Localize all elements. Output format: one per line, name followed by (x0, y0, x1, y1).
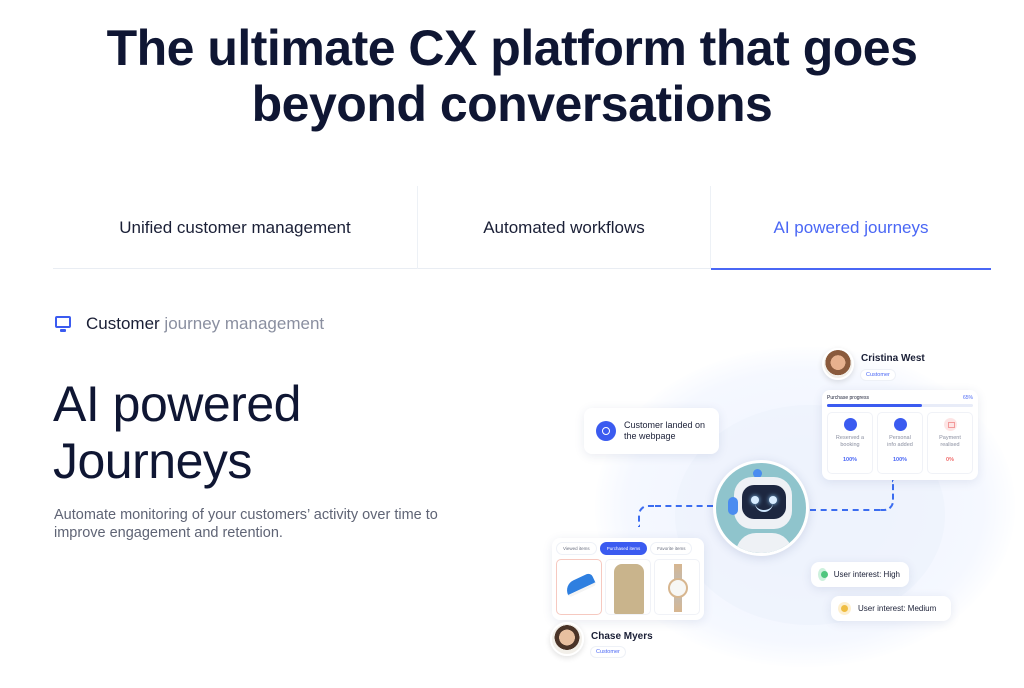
step-value: 100% (842, 457, 858, 463)
smiley-yellow-icon (838, 602, 851, 615)
avatar-chase-myers (550, 622, 584, 656)
smiley-green-icon (818, 568, 828, 581)
customer-name: Cristina West (861, 353, 925, 364)
connector-line (638, 505, 656, 527)
progress-bar (827, 404, 973, 407)
tab-ai-powered-journeys[interactable]: AI powered journeys (711, 186, 991, 270)
eyebrow-muted: journey management (159, 314, 325, 333)
interest-medium-chip: User interest: Medium (831, 596, 951, 621)
event-text-line2: the webpage (624, 431, 676, 441)
tab-unified-customer-management[interactable]: Unified customer management (53, 186, 418, 269)
interest-text: User interest: Medium (858, 604, 937, 613)
monitor-icon (54, 315, 72, 333)
tab-automated-workflows[interactable]: Automated workflows (418, 186, 711, 269)
home-icon (843, 418, 857, 431)
section-title: AI powered Journeys (53, 376, 301, 490)
customer-name: Chase Myers (591, 631, 653, 642)
section-title-line2: Journeys (53, 433, 252, 489)
step-value: 0% (946, 457, 954, 463)
user-icon (893, 418, 907, 431)
customer-badge: Customer (860, 369, 896, 381)
feature-tabs: Unified customer management Automated wo… (53, 186, 991, 270)
globe-icon (596, 421, 616, 441)
hero-title-line2: beyond conversations (251, 76, 773, 132)
product-watch (654, 559, 700, 615)
customer-badge: Customer (590, 646, 626, 658)
connector-line (810, 509, 880, 511)
items-tab-favorite[interactable]: Favorite items (650, 542, 693, 555)
items-tab-viewed[interactable]: Viewed items (556, 542, 597, 555)
step-value: 100% (892, 457, 908, 463)
connector-line (655, 505, 713, 507)
event-card-landed: Customer landed on the webpage (584, 408, 719, 454)
section-title-line1: AI powered (53, 376, 301, 432)
hero-title-line1: The ultimate CX platform that goes (106, 20, 918, 76)
payment-card-icon (943, 418, 957, 431)
connector-line (878, 480, 894, 511)
progress-percent: 65% (962, 395, 973, 401)
product-sneaker (556, 559, 602, 615)
section-eyebrow: Customer journey management (54, 314, 324, 334)
items-tab-purchased[interactable]: Purchased items (599, 542, 648, 555)
interest-high-chip: User interest: High (811, 562, 909, 587)
event-text-line1: Customer landed on (624, 420, 706, 430)
progress-label: Purchase progress (827, 395, 869, 401)
interest-text: User interest: High (833, 570, 900, 579)
hero-title: The ultimate CX platform that goes beyon… (0, 20, 1024, 132)
avatar-cristina-west (822, 348, 854, 380)
eyebrow-strong: Customer (86, 314, 160, 333)
journey-illustration: Customer landed on the webpage Cristina … (520, 330, 1024, 688)
product-tshirt (605, 559, 651, 615)
items-card: Viewed items Purchased items Favorite it… (552, 538, 704, 620)
ai-robot-avatar (713, 460, 809, 556)
section-description: Automate monitoring of your customers’ a… (54, 507, 438, 541)
